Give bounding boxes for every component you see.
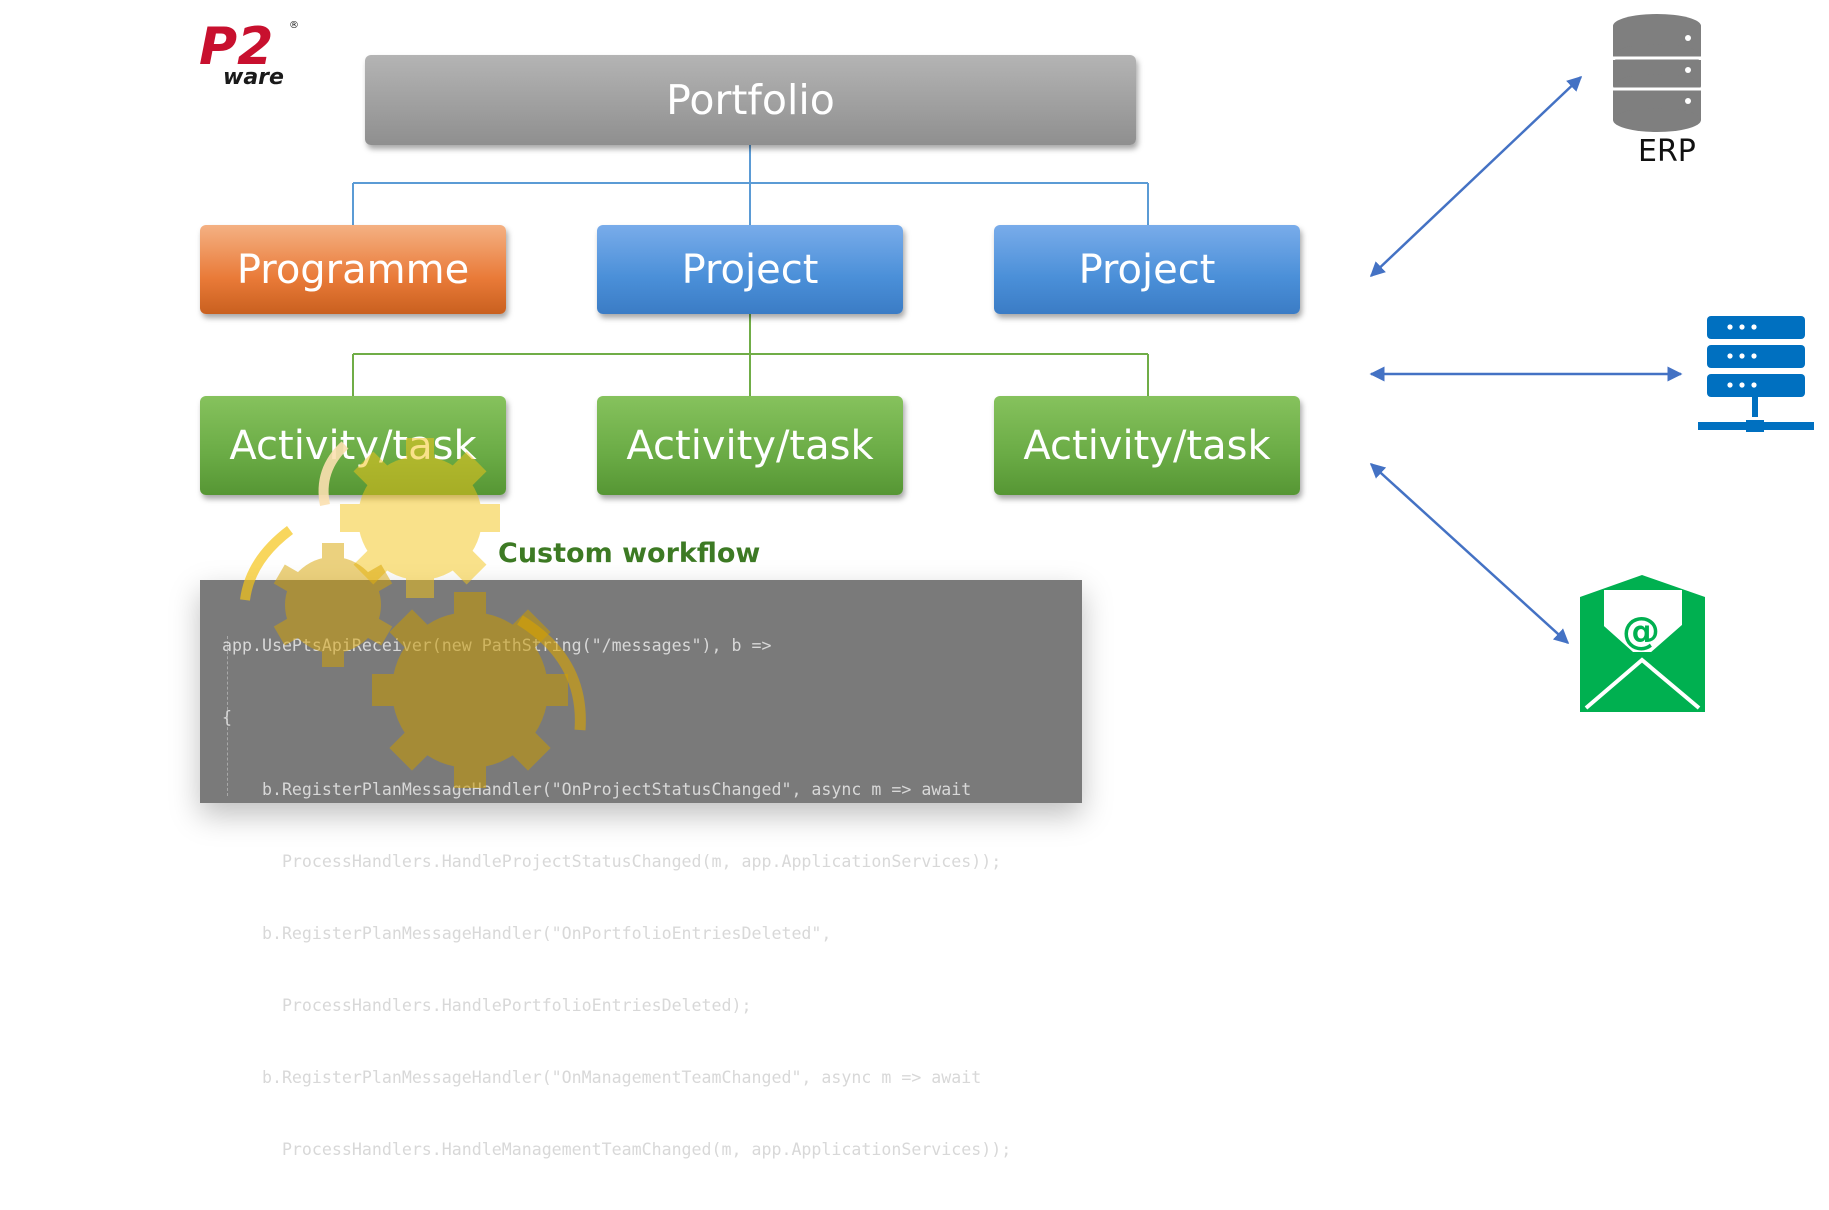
code-line: ProcessHandlers.HandlePortfolioEntriesDe… (222, 996, 752, 1015)
logo-registered-mark: ® (289, 20, 299, 31)
project-label: Project (681, 246, 819, 293)
arrow-email (1369, 462, 1570, 645)
activity-label: Activity/task (1023, 422, 1271, 469)
server-network-icon (1698, 316, 1814, 432)
cycle-arrow-icon (517, 615, 586, 731)
activity-box-center: Activity/task (597, 396, 903, 495)
cycle-arrow-icon (240, 526, 294, 601)
logo-p2-text: P2 (199, 17, 273, 77)
gear-small-icon (273, 543, 393, 667)
integration-arrows: @ (1369, 14, 1814, 712)
p2ware-logo: P2 ware ® (197, 16, 303, 90)
project-label: Project (1078, 246, 1216, 293)
gear-bottom-icon (372, 592, 568, 788)
programme-box: Programme (200, 225, 506, 314)
workflow-gears (240, 438, 586, 788)
email-at-icon: @ (1580, 575, 1705, 712)
custom-workflow-title: Custom workflow (498, 538, 761, 569)
activity-label: Activity/task (626, 422, 874, 469)
code-line: ProcessHandlers.HandleManagementTeamChan… (222, 1140, 1012, 1159)
portfolio-label: Portfolio (666, 76, 835, 124)
code-line: { (222, 708, 232, 727)
project-box-right: Project (994, 225, 1300, 314)
hierarchy-connectors (352, 145, 1149, 396)
cycle-arrow-icon (318, 441, 349, 506)
programme-label: Programme (236, 246, 470, 293)
code-line: b.RegisterPlanMessageHandler("OnManageme… (222, 1068, 982, 1087)
code-line: b.RegisterPlanMessageHandler("OnPortfoli… (222, 924, 832, 943)
logo-ware-text: ware (223, 65, 284, 88)
activity-box-right: Activity/task (994, 396, 1300, 495)
code-line: ProcessHandlers.HandleProjectStatusChang… (222, 852, 1002, 871)
erp-label: ERP (1638, 134, 1696, 169)
at-symbol-icon: @ (1622, 609, 1660, 653)
code-line: b.RegisterPlanMessageHandler("OnProjectS… (222, 780, 972, 799)
project-box-center: Project (597, 225, 903, 314)
portfolio-box: Portfolio (365, 55, 1136, 145)
database-icon (1613, 14, 1701, 132)
code-indent-guide (227, 636, 228, 796)
arrow-erp (1369, 75, 1583, 278)
